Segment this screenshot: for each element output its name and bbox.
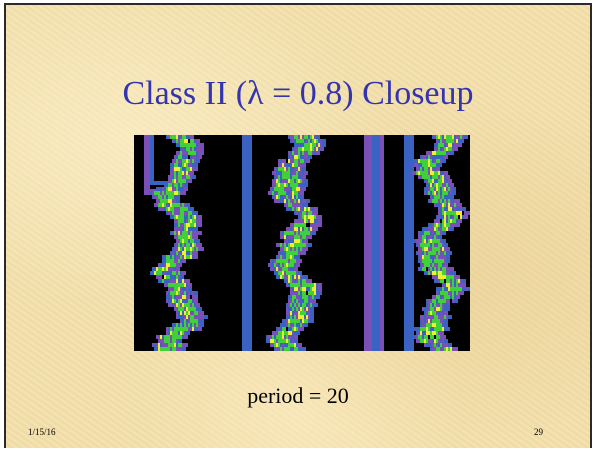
slide-title: Class II (λ = 0.8) Closeup	[122, 75, 474, 112]
cellular-automaton-closeup-image	[134, 135, 470, 351]
period-caption: period = 20	[247, 383, 349, 408]
slide: Class II (λ = 0.8) Closeup period = 20 1…	[4, 3, 592, 448]
footer-date: 1/15/16	[28, 427, 56, 437]
page-number: 29	[534, 427, 543, 437]
